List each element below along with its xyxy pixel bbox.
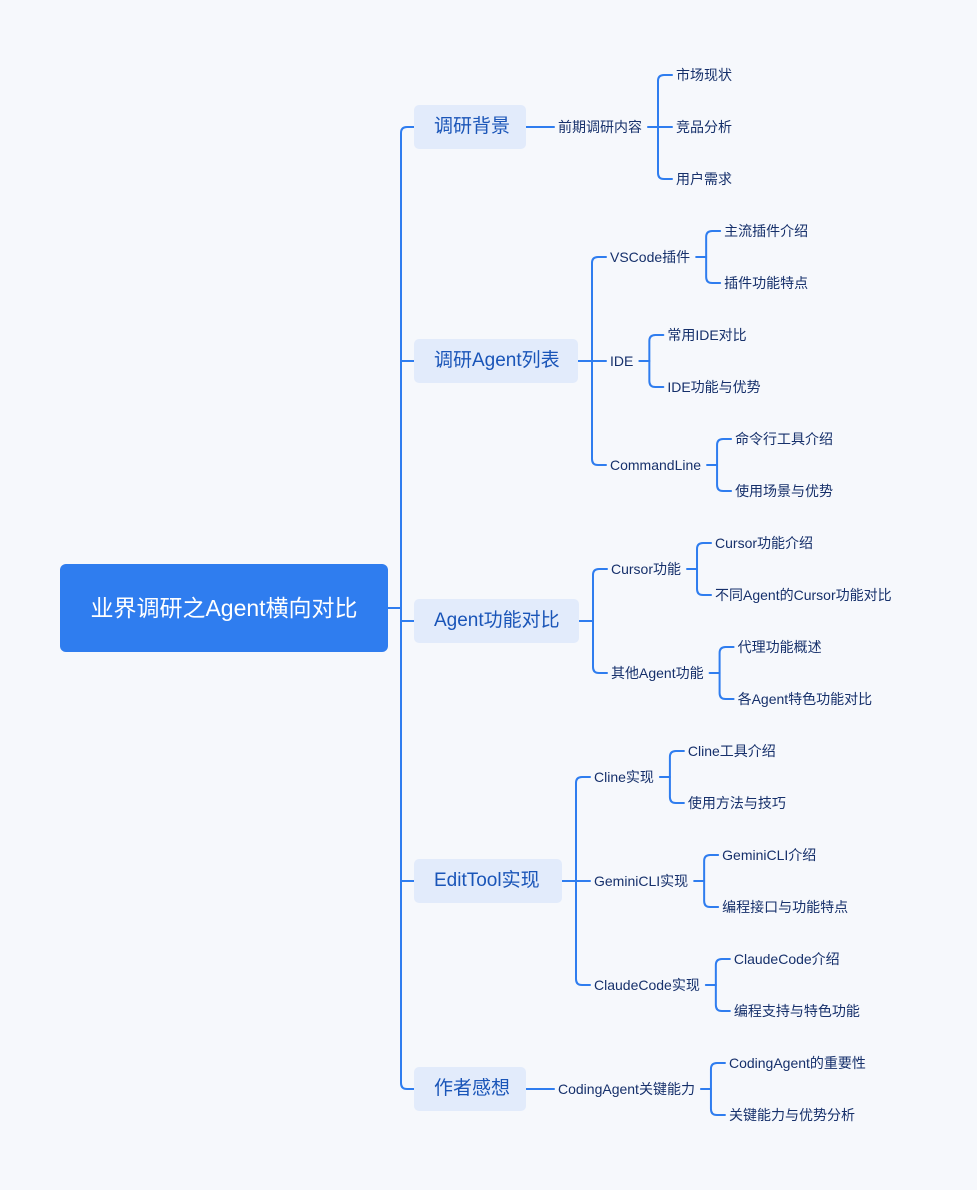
detail-node[interactable]: 命令行工具介绍 (735, 431, 834, 447)
subtopic-node[interactable]: 前期调研内容 (558, 119, 642, 135)
subtopic-bracket (575, 776, 591, 986)
detail-bracket (696, 542, 713, 596)
detail-node[interactable]: 代理功能概述 (737, 639, 822, 655)
detail-node[interactable]: 常用IDE对比 (667, 327, 747, 343)
subtopic-bracket (591, 256, 607, 466)
detail-node[interactable]: 市场现状 (676, 67, 732, 83)
subtopic-node[interactable]: Cline实现 (594, 769, 654, 785)
detail-node[interactable]: 使用方法与技巧 (687, 795, 786, 811)
branch-node[interactable]: 调研Agent列表 (414, 339, 578, 383)
detail-node[interactable]: 竞品分析 (676, 119, 732, 135)
detail-bracket (703, 854, 720, 908)
subtopic-bracket (592, 568, 608, 674)
detail-node[interactable]: 编程支持与特色功能 (733, 1003, 860, 1019)
detail-bracket (657, 74, 673, 180)
detail-bracket (718, 646, 735, 700)
branch-node[interactable]: 作者感想 (414, 1067, 526, 1111)
detail-bracket (709, 1062, 726, 1116)
subtopic-node[interactable]: GeminiCLI实现 (594, 873, 689, 889)
detail-node[interactable]: Cursor功能介绍 (715, 535, 814, 551)
subtopic-node[interactable]: Cursor功能 (611, 561, 682, 577)
detail-bracket (668, 750, 685, 804)
detail-node[interactable]: 各Agent特色功能对比 (737, 691, 873, 707)
trunk-bracket (400, 126, 415, 1090)
subtopic-node[interactable]: CommandLine (610, 457, 702, 473)
detail-bracket (716, 438, 733, 492)
detail-node[interactable]: Cline工具介绍 (687, 743, 776, 759)
detail-node[interactable]: IDE功能与优势 (667, 379, 761, 395)
subtopic-node[interactable]: VSCode插件 (610, 249, 691, 265)
branch-node[interactable]: Agent功能对比 (414, 599, 579, 643)
root-node[interactable]: 业界调研之Agent横向对比 (60, 564, 388, 652)
detail-bracket (648, 334, 665, 388)
detail-node[interactable]: 用户需求 (676, 171, 732, 187)
detail-node[interactable]: CodingAgent的重要性 (728, 1055, 866, 1071)
subtopic-node[interactable]: ClaudeCode实现 (594, 977, 700, 993)
detail-node[interactable]: ClaudeCode介绍 (733, 951, 840, 967)
detail-node[interactable]: 插件功能特点 (724, 275, 809, 291)
detail-node[interactable]: 主流插件介绍 (724, 223, 809, 239)
detail-node[interactable]: 不同Agent的Cursor功能对比 (715, 587, 892, 603)
subtopic-node[interactable]: IDE (610, 353, 634, 369)
branch-node[interactable]: 调研背景 (414, 105, 526, 149)
detail-node[interactable]: 关键能力与优势分析 (728, 1107, 855, 1123)
subtopic-node[interactable]: 其他Agent功能 (611, 665, 704, 681)
branch-node[interactable]: EditTool实现 (414, 859, 562, 903)
detail-bracket (714, 958, 731, 1012)
detail-node[interactable]: 使用场景与优势 (735, 483, 834, 499)
subtopic-node[interactable]: CodingAgent关键能力 (558, 1081, 695, 1097)
detail-node[interactable]: 编程接口与功能特点 (722, 899, 849, 915)
detail-node[interactable]: GeminiCLI介绍 (722, 847, 817, 863)
detail-bracket (705, 230, 722, 284)
